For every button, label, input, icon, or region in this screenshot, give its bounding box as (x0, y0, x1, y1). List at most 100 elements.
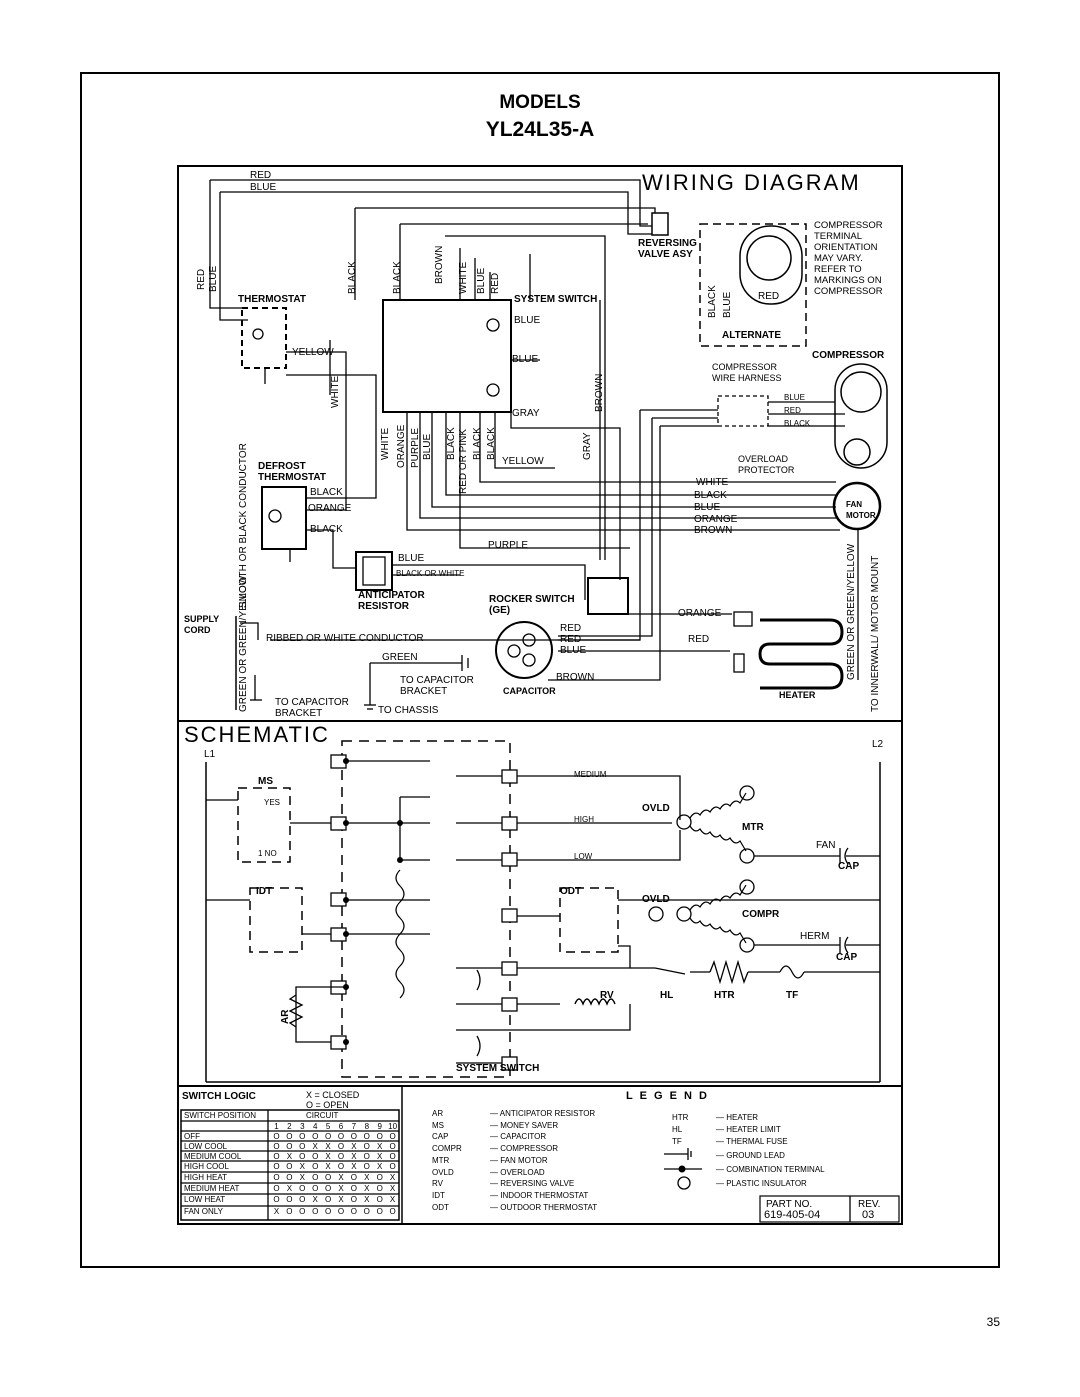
rev-value: 03 (862, 1209, 875, 1221)
compressor-label: COMPRESSOR (812, 350, 885, 361)
switch-logic-cell: O (299, 1132, 306, 1141)
low-label: LOW (574, 852, 593, 861)
defrost-thermostat-body (261, 486, 307, 550)
wire-orange-fan: ORANGE (694, 514, 738, 525)
wire-black-vert-5: BLACK (486, 427, 497, 460)
wire-blue-alt-vert: BLUE (722, 291, 733, 318)
switch-logic-cell: O (286, 1142, 293, 1151)
switch-logic-cell: O (312, 1173, 319, 1182)
col-circuit: CIRCUIT (306, 1111, 339, 1120)
switch-logic-cell: O (324, 1184, 332, 1193)
switch-logic-cell: O (299, 1184, 306, 1193)
switch-logic-cell: O (286, 1132, 293, 1141)
cap-label-1: CAP (838, 861, 860, 872)
switch-position-label: OFF (184, 1132, 200, 1141)
wire-brown-fan: BROWN (694, 525, 733, 536)
schematic-title: SCHEMATIC (184, 722, 330, 747)
wire-blue-2: BLUE (512, 354, 539, 365)
switch-logic-cell: X (364, 1184, 370, 1193)
wire-blue-anticipator: BLUE (398, 553, 425, 564)
legend-desc: — THERMAL FUSE (716, 1137, 788, 1146)
switch-logic-cell: O (337, 1142, 345, 1151)
switch-logic-cell: O (350, 1207, 357, 1216)
capacitor-circle (495, 621, 553, 679)
switch-logic-cell: O (337, 1132, 345, 1141)
wire-blue-cap: BLUE (560, 645, 587, 656)
part-no-label: PART NO. (766, 1199, 813, 1210)
wire-yellow-2: YELLOW (502, 456, 544, 467)
wire-blue-vert-3: BLUE (422, 433, 433, 460)
switch-logic-cell: X (389, 1195, 396, 1204)
switch-logic-cell: O (312, 1207, 319, 1216)
switch-position-label: MEDIUM COOL (184, 1152, 242, 1161)
wire-black-defrost-2: BLACK (310, 524, 343, 535)
wire-red-cap-1: RED (560, 623, 582, 634)
fan-motor-circle (832, 481, 882, 531)
model-number: YL24L35-A (485, 118, 595, 141)
switch-logic-cell: X (377, 1162, 383, 1171)
wire-white-vert-2: WHITE (330, 375, 341, 408)
circuit-header: 7 (351, 1122, 357, 1131)
switch-logic-cell: O (376, 1173, 383, 1182)
legend-abbr: COMPR (432, 1144, 462, 1154)
legend-abbr: HTR (672, 1113, 689, 1122)
reversing-valve-label: REVERSING VALVE ASY (638, 238, 697, 260)
switch-logic-cell: O (299, 1142, 306, 1151)
green-yellow-left-label: GREEN OR GREEN/YELLOW (238, 575, 249, 712)
switch-logic-cell: X (364, 1173, 370, 1182)
mtr-label: MTR (742, 822, 764, 833)
switch-logic-cell: O (376, 1195, 383, 1204)
switch-logic-cell: O (299, 1152, 306, 1161)
wire-purple: PURPLE (488, 540, 529, 551)
switch-logic-cell: X (351, 1162, 357, 1171)
wire-orange-defrost: ORANGE (308, 503, 352, 514)
switch-logic-title: SWITCH LOGIC (182, 1091, 256, 1102)
switch-logic-cell: O (273, 1142, 280, 1151)
switch-logic-cell: O (299, 1207, 306, 1216)
switch-logic-cell: O (324, 1195, 332, 1204)
wire-black-vert: BLACK (347, 261, 358, 294)
legend-desc: — HEATER LIMIT (716, 1125, 781, 1134)
rocker-switch-body (587, 577, 629, 615)
legend-desc: — COMBINATION TERMINAL (716, 1165, 825, 1174)
switch-logic-cell: X (325, 1142, 331, 1151)
green-yellow-right-label: GREEN OR GREEN/YELLOW (846, 543, 857, 680)
switch-logic-cell: X (312, 1142, 318, 1151)
switch-logic-cell: O (312, 1132, 319, 1141)
rv-label: RV (600, 990, 614, 1001)
wire-black-fan: BLACK (694, 490, 727, 501)
circuit-header: 8 (364, 1122, 370, 1131)
wire-blue-comp: BLUE (784, 393, 805, 402)
overload-protector-label: OVERLOAD PROTECTOR (738, 454, 795, 475)
switch-logic-cell: O (299, 1195, 306, 1204)
switch-position-label: MEDIUM HEAT (184, 1184, 240, 1193)
ms-no-label: 1 NO (258, 849, 277, 858)
switch-logic-cell: X (351, 1152, 357, 1161)
legend-abbr: HL (672, 1125, 683, 1134)
wire-label-blue: BLUE (250, 182, 277, 193)
wire-blue-vert: BLUE (208, 265, 219, 292)
wire-red-vert-2: RED (490, 272, 501, 294)
wire-green: GREEN (382, 652, 418, 663)
compr-label: COMPR (742, 909, 780, 920)
switch-logic-cell: O (324, 1132, 332, 1141)
l1-label: L1 (204, 749, 216, 760)
to-chassis-label: TO CHASSIS (378, 705, 439, 716)
circuit-header: 1 (274, 1122, 279, 1131)
supply-cord-label: SUPPLY CORD (184, 614, 220, 635)
to-capacitor-bracket-2: TO CAPACITOR BRACKET (275, 697, 349, 719)
switch-logic-cell: O (363, 1162, 370, 1171)
ribbed-conductor-label: RIBBED OR WHITE CONDUCTOR (266, 633, 424, 644)
compressor-note: COMPRESSOR TERMINAL ORIENTATION MAY VARY… (814, 220, 883, 297)
fan-motor-label: FAN MOTOR (846, 500, 876, 520)
switch-logic-cell: X (338, 1195, 344, 1204)
switch-position-label: HIGH COOL (184, 1162, 229, 1171)
circuit-header: 6 (338, 1122, 344, 1131)
wire-red-comp: RED (784, 406, 801, 415)
legend-desc: — GROUND LEAD (716, 1151, 785, 1160)
switch-logic-cell: X (351, 1142, 357, 1151)
switch-logic-cell: O (312, 1184, 319, 1193)
open-key: O = OPEN (306, 1100, 349, 1110)
switch-logic-cell: X (377, 1152, 383, 1161)
